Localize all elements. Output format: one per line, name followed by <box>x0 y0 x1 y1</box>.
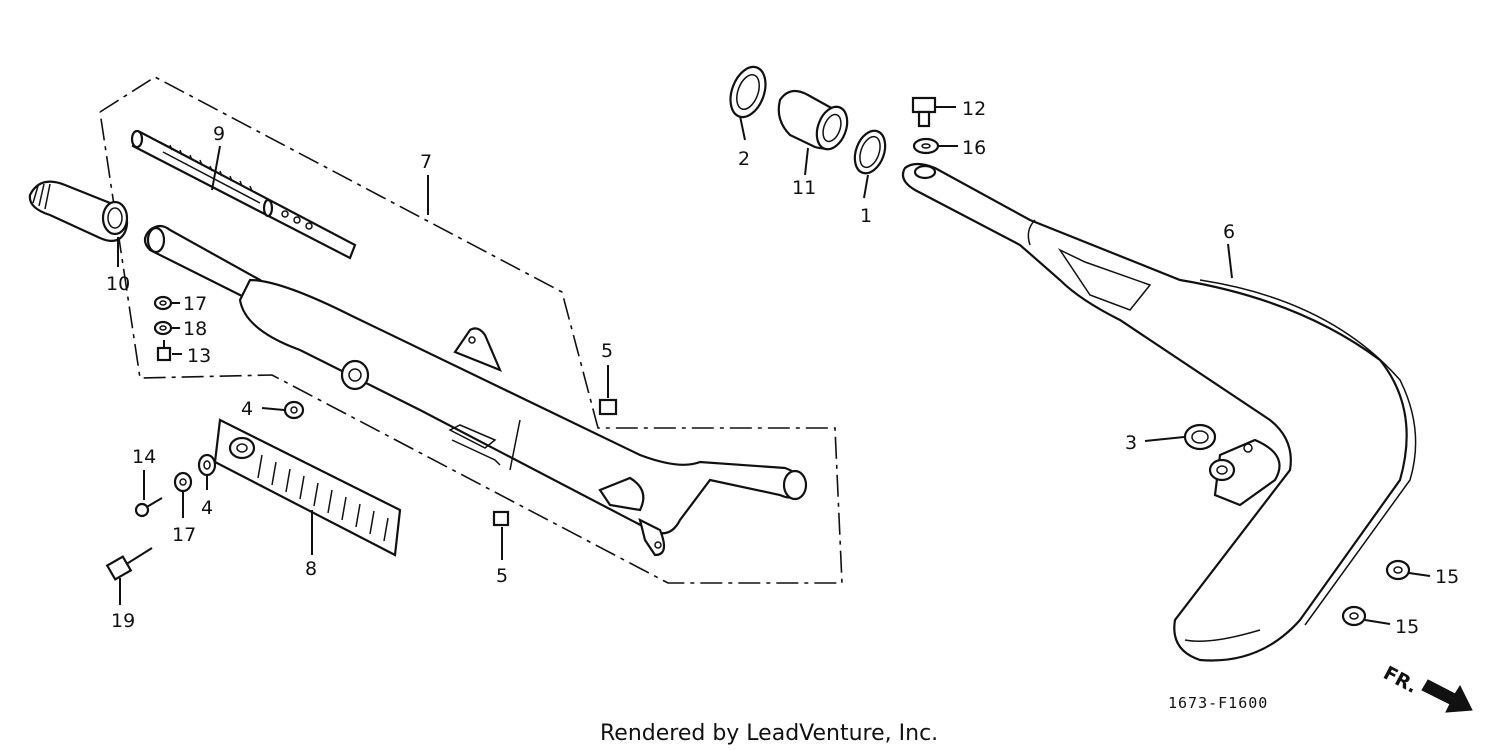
part-2-gasket[interactable] <box>724 62 772 122</box>
callout-14: 14 <box>132 446 156 468</box>
part-17-washer-top[interactable] <box>153 295 173 311</box>
callout-12: 12 <box>962 98 986 120</box>
callout-5-top: 5 <box>601 340 613 362</box>
part-10-elbow-joint[interactable] <box>28 180 129 243</box>
callout-10: 10 <box>106 273 130 295</box>
callout-1: 1 <box>860 205 872 227</box>
callout-9: 9 <box>213 123 225 145</box>
direction-label: FR. <box>1380 662 1421 698</box>
part-12-bolt[interactable] <box>911 96 937 128</box>
callout-17-bottom: 17 <box>172 524 196 546</box>
part-9-arrester-tube[interactable] <box>130 129 357 260</box>
leader-lines <box>117 106 1431 625</box>
part-14-screw[interactable] <box>134 497 163 518</box>
part-16-washer[interactable] <box>912 137 940 155</box>
callout-4-bottom: 4 <box>201 497 213 519</box>
part-8-heat-guard[interactable] <box>213 418 402 557</box>
callout-8: 8 <box>305 558 317 580</box>
part-4-nut-bottom[interactable] <box>197 453 217 477</box>
part-17-washer-bottom[interactable] <box>173 471 193 493</box>
part-5-clip-bottom[interactable] <box>492 510 510 527</box>
callout-6: 6 <box>1223 221 1235 243</box>
front-direction-arrow: FR. <box>1380 662 1473 713</box>
part-19-bolt[interactable] <box>105 547 153 581</box>
part-18-washer[interactable] <box>153 320 173 336</box>
callout-4-top: 4 <box>241 398 253 420</box>
part-15-nut-top[interactable] <box>1385 559 1411 581</box>
callout-2: 2 <box>738 148 750 170</box>
part-5-clip-top[interactable] <box>598 398 618 416</box>
callout-15-bottom: 15 <box>1395 616 1419 638</box>
part-7-muffler[interactable] <box>143 224 808 557</box>
callout-15-top: 15 <box>1435 566 1459 588</box>
callout-7: 7 <box>420 151 432 173</box>
part-15-nut-bottom[interactable] <box>1341 605 1367 627</box>
callout-5-bottom: 5 <box>496 565 508 587</box>
part-13-bolt[interactable] <box>156 340 172 362</box>
diagram-code: 1673-F1600 <box>1168 694 1268 712</box>
assembly-boundary <box>99 76 843 584</box>
part-11-joint-collar[interactable] <box>777 89 853 153</box>
callout-13: 13 <box>187 345 211 367</box>
part-6-exhaust-chamber[interactable] <box>901 162 1417 662</box>
callout-17-top: 17 <box>183 293 207 315</box>
callout-19: 19 <box>111 610 135 632</box>
credit-text: Rendered by LeadVenture, Inc. <box>600 721 938 746</box>
callout-18: 18 <box>183 318 207 340</box>
callout-3: 3 <box>1125 432 1137 454</box>
callout-16: 16 <box>962 137 986 159</box>
part-1-gasket[interactable] <box>849 127 890 178</box>
part-3-gasket[interactable] <box>1183 423 1217 451</box>
part-4-nut-top[interactable] <box>283 400 305 420</box>
callout-11: 11 <box>792 177 816 199</box>
